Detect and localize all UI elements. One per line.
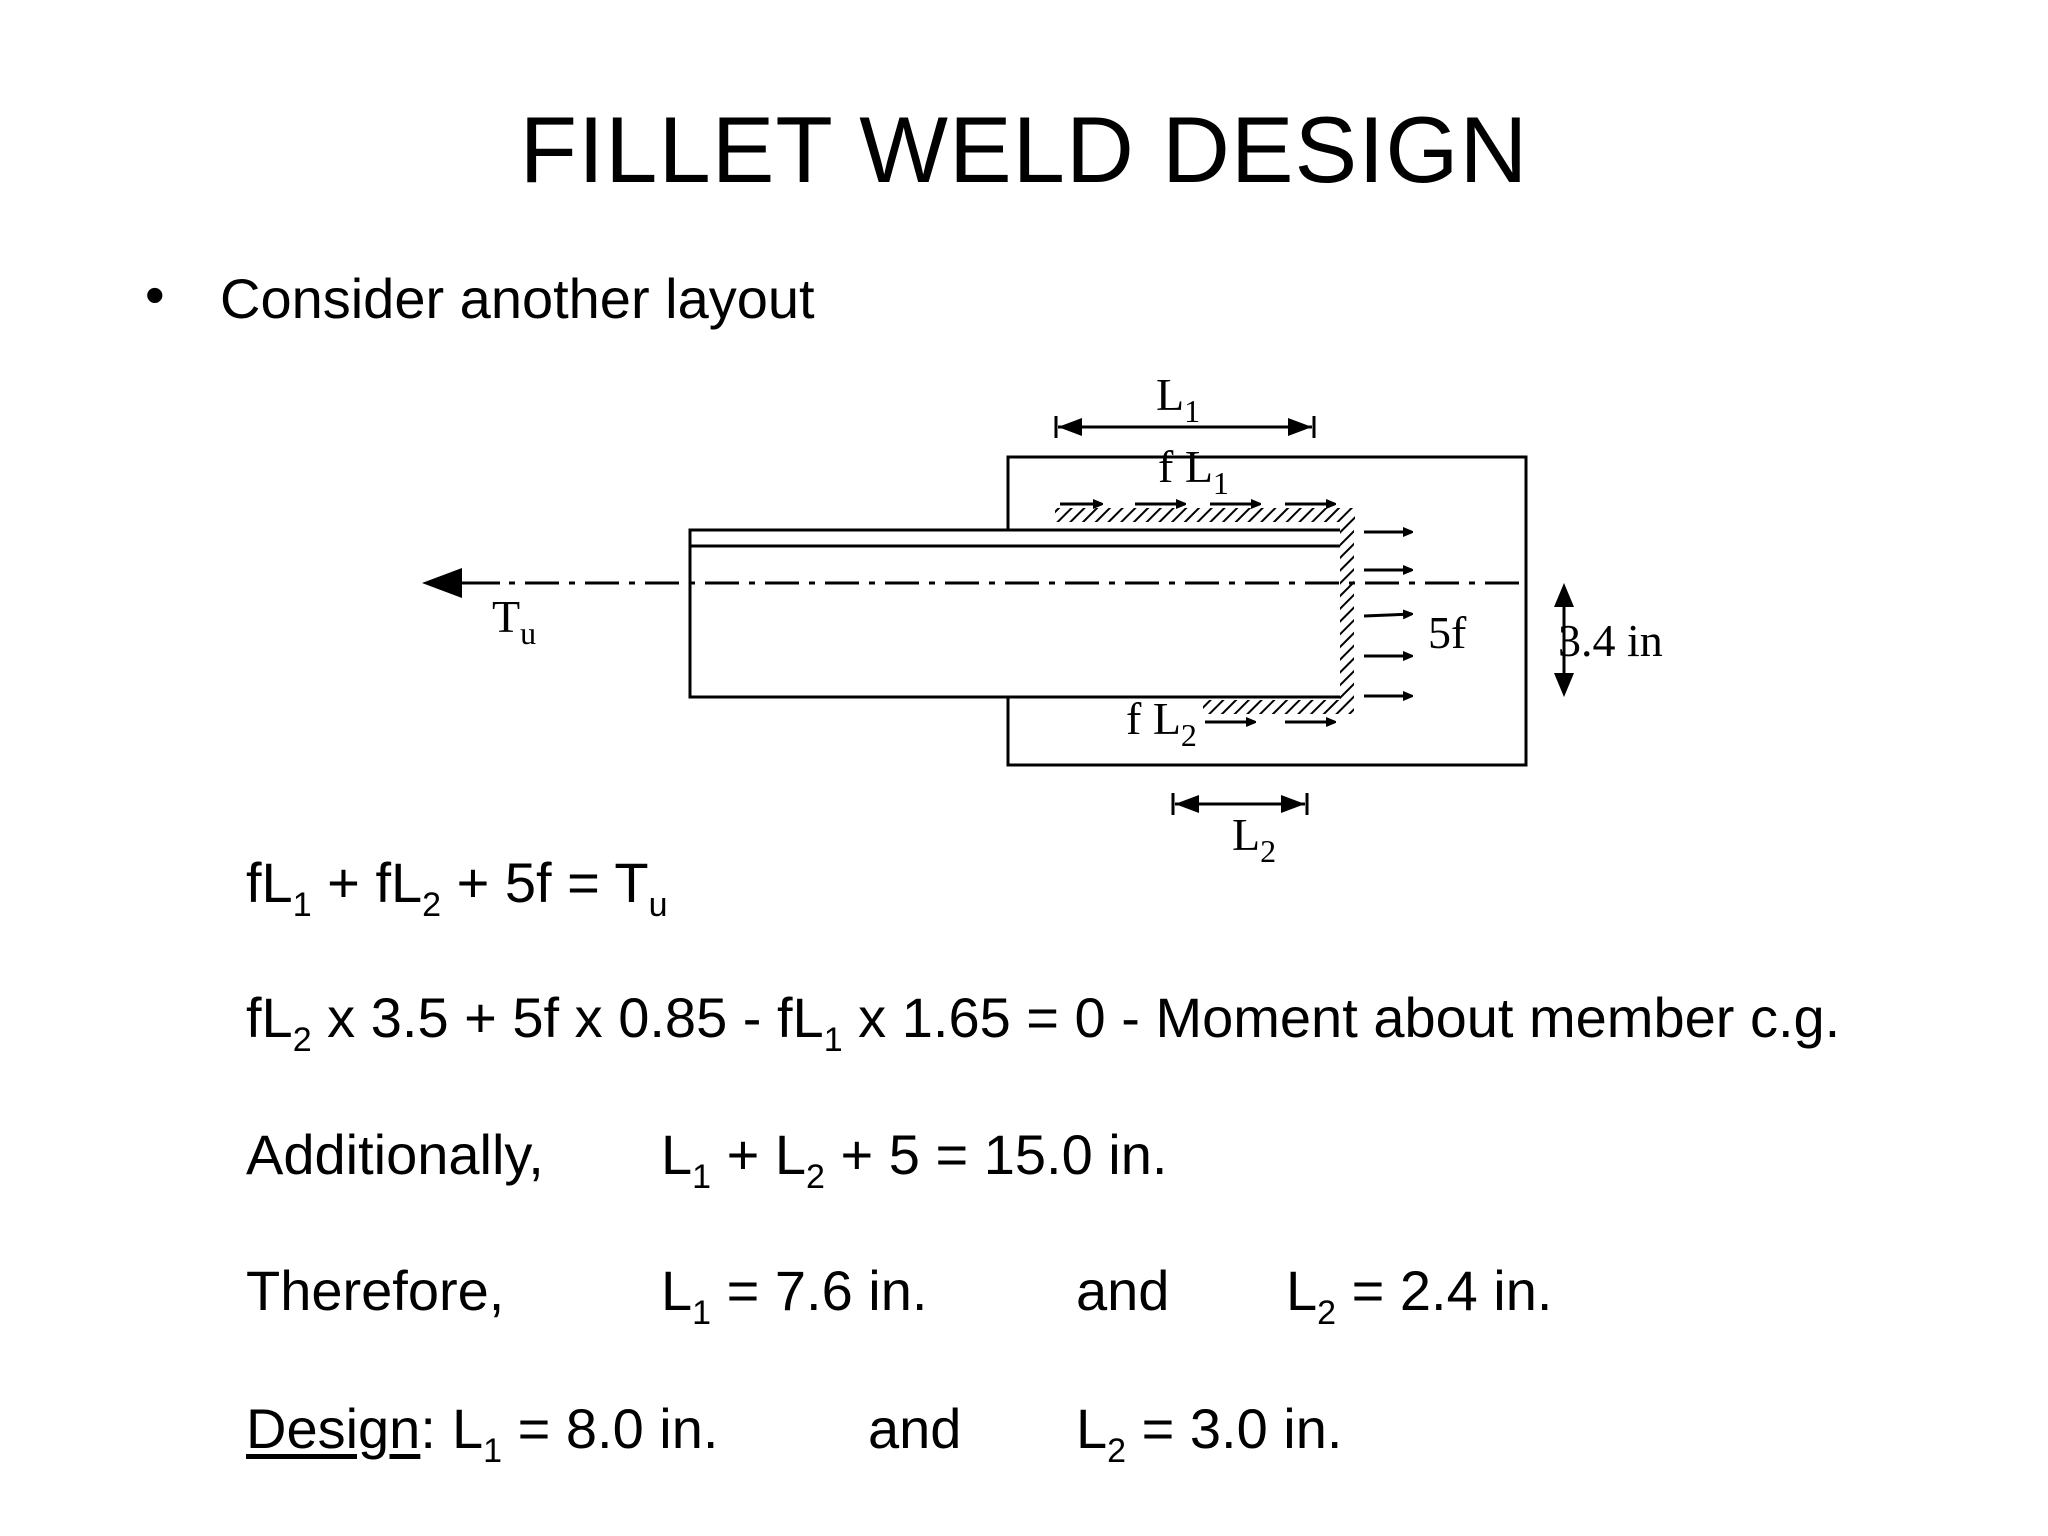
eq1-term: fL [246, 851, 293, 914]
eq4-and: and [1076, 1259, 1170, 1322]
l1-label: L1 [1156, 369, 1200, 429]
eq1-sub: 1 [292, 886, 312, 924]
eq2-term: x 3.5 + 5f x 0.85 - fL [311, 986, 824, 1049]
eq2-term: x 1.65 = 0 - Moment about member c.g. [842, 986, 1841, 1049]
weld-top [1055, 508, 1355, 522]
equation-design: Design: L1 = 8.0 in. and L2 = 3.0 in. [246, 1396, 1342, 1468]
eq5-and: and [868, 1397, 962, 1460]
l1-arrow-right-icon [1288, 418, 1312, 436]
tu-arrow-icon [422, 568, 462, 598]
l2-label: L2 [1232, 809, 1276, 869]
tu-label: Tu [492, 591, 536, 651]
weld-end [1340, 508, 1354, 714]
l2-arrow-left-icon [1175, 795, 1199, 813]
fl2-label: f L2 [1126, 693, 1197, 753]
eq2-sub: 2 [292, 1021, 312, 1059]
weld-bottom [1203, 700, 1353, 714]
l1-arrow-left-icon [1058, 418, 1082, 436]
eq1-sub: 2 [422, 886, 442, 924]
eq5-l2: L2 = 3.0 in. [1076, 1397, 1343, 1470]
eq4-l2: L2 = 2.4 in. [1286, 1259, 1553, 1332]
equation-result: Therefore, L1 = 7.6 in. and L2 = 2.4 in. [246, 1258, 1552, 1330]
eq5-l1: L1 = 8.0 in. [452, 1397, 719, 1470]
depth-label: 3.4 in [1558, 615, 1663, 666]
eq1-term: + fL [311, 851, 423, 914]
fl1-label: f L1 [1158, 441, 1229, 501]
depth-arrow-up-icon [1554, 583, 1574, 607]
equation-force-balance: fL1 + fL2 + 5f = Tu [246, 850, 668, 922]
bullet-dot: • [145, 263, 165, 326]
eq1-sub: u [648, 886, 668, 924]
eq3-body: L1 + L2 + 5 = 15.0 in. [661, 1123, 1168, 1196]
equation-moment: fL2 x 3.5 + 5f x 0.85 - fL1 x 1.65 = 0 -… [246, 985, 1841, 1057]
equation-length-sum: Additionally, L1 + L2 + 5 = 15.0 in. [246, 1122, 1167, 1194]
5f-label: 5f [1428, 607, 1467, 658]
eq3-prefix: Additionally, [246, 1123, 544, 1186]
member [688, 528, 1347, 699]
5f-force-arrows [1363, 532, 1412, 696]
eq2-term: fL [246, 986, 293, 1049]
l2-arrow-right-icon [1281, 795, 1305, 813]
design-label: Design [246, 1397, 421, 1460]
eq4-prefix: Therefore, [246, 1259, 505, 1322]
eq4-l1: L1 = 7.6 in. [661, 1259, 928, 1332]
depth-arrow-down-icon [1554, 673, 1574, 697]
eq2-sub: 1 [823, 1021, 843, 1059]
slide-title: FILLET WELD DESIGN [519, 97, 1529, 202]
bullet-text: Consider another layout [220, 267, 815, 330]
eq1-term: + 5f = T [441, 851, 649, 914]
design-colon: : [420, 1397, 436, 1460]
